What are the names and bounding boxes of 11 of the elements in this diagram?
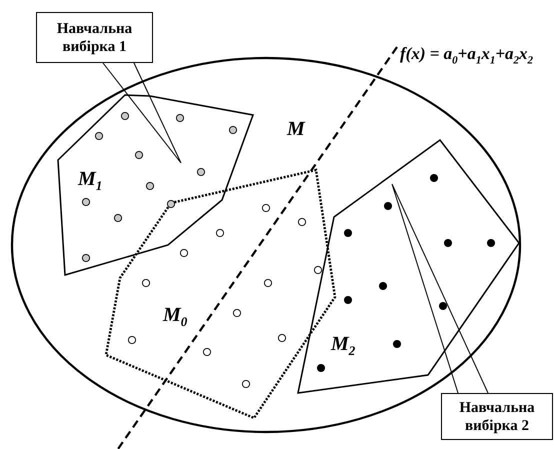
set-label: M$_{2}$ <box>331 333 356 360</box>
callout-pointer <box>102 62 182 164</box>
set-label: M$_{0}$ <box>163 304 188 331</box>
set-label: M <box>287 118 305 140</box>
callout-box <box>36 12 153 63</box>
callout-pointer <box>392 184 488 394</box>
callout-box <box>441 393 553 440</box>
callout-text: Навчальна вибірка 1 <box>56 20 134 56</box>
formula-label: f(x) = a$_{0}$+a$_{1}$x$_{1}$+a$_{2}$x$_{2}$ <box>400 44 534 68</box>
callout-text: Навчальна вибірка 2 <box>458 398 536 434</box>
set-label: M$_{1}$ <box>78 168 102 195</box>
